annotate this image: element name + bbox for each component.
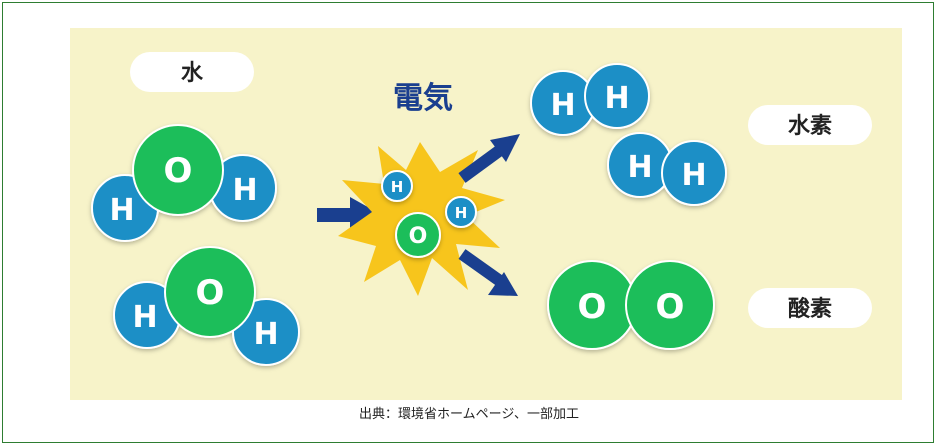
label-hydrogen-text: 水素: [788, 113, 832, 139]
atom-h-label: H: [455, 204, 468, 222]
water-molecule-1: [91, 124, 277, 242]
atom-h-label: H: [132, 300, 157, 335]
atom-h-label: H: [681, 158, 706, 193]
atom-h-label: H: [232, 173, 257, 208]
atom-o-label: O: [656, 287, 685, 327]
label-oxygen-text: 酸素: [788, 296, 832, 322]
atom-h-label: H: [109, 193, 134, 228]
label-hydrogen: 水素: [748, 105, 872, 145]
hydrogen-molecule-2: [607, 132, 727, 206]
oxygen-molecule: [547, 260, 715, 350]
atom-h-label: H: [550, 88, 575, 123]
atom-h-label: H: [253, 317, 278, 352]
output-arrow-up: [458, 134, 520, 183]
label-oxygen: 酸素: [748, 288, 872, 328]
output-arrow-down: [458, 249, 518, 296]
label-water: 水: [130, 52, 254, 92]
source-caption: 出典：環境省ホームページ、一部加工: [359, 407, 579, 422]
atom-o-label: O: [164, 151, 193, 191]
water-molecule-2: [113, 246, 300, 366]
hydrogen-molecule-1: [530, 63, 650, 136]
atom-o-label: O: [578, 287, 607, 327]
burst-atoms: [381, 170, 477, 258]
atom-o-label: O: [409, 224, 428, 249]
atom-h-label: H: [604, 81, 629, 116]
label-water-text: 水: [181, 61, 204, 86]
atom-h-label: H: [627, 150, 652, 185]
label-electricity: 電気: [393, 81, 453, 116]
atom-o-label: O: [196, 273, 225, 313]
atom-h-label: H: [391, 178, 404, 196]
